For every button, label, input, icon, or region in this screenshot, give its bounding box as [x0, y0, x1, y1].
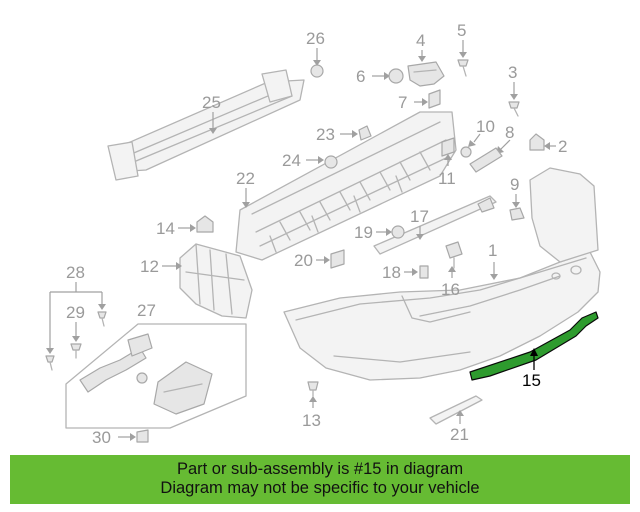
- callout-29: 29: [66, 303, 85, 322]
- part-28-leader: [45, 282, 107, 371]
- part-16-clip: [445, 241, 463, 278]
- part-24-nut: [306, 155, 338, 169]
- part-8-bracket: [469, 139, 511, 173]
- callout-22: 22: [236, 169, 255, 188]
- part-1-bumper-cover: [283, 167, 601, 381]
- part-2-clip: [529, 133, 556, 151]
- callout-7: 7: [398, 93, 407, 112]
- callout-8: 8: [505, 123, 514, 142]
- part-10-nut: [460, 133, 481, 158]
- part-6-nut: [372, 68, 404, 84]
- part-29-screw: [70, 322, 82, 359]
- part-26-nut: [310, 48, 324, 78]
- callout-1: 1: [488, 241, 497, 260]
- part-27-kit-box: [65, 323, 247, 429]
- part-5-screw: [457, 40, 469, 77]
- callout-15[interactable]: 15: [522, 371, 541, 390]
- part-11-clip: [441, 137, 455, 166]
- parts-diagram: 1 2 3 4 5 6 7 8 9 10 11 12 13 14 15 16 1…: [45, 21, 601, 447]
- callout-18: 18: [382, 263, 401, 282]
- callout-28: 28: [66, 263, 85, 282]
- part-18-screw: [404, 265, 429, 279]
- part-20-clip: [316, 249, 345, 269]
- callout-3: 3: [508, 63, 517, 82]
- part-3-screw: [508, 82, 520, 117]
- callout-2: 2: [558, 137, 567, 156]
- callout-21: 21: [450, 425, 469, 444]
- callout-10: 10: [476, 117, 495, 136]
- callout-27: 27: [137, 301, 156, 320]
- info-banner: Part or sub-assembly is #15 in diagram D…: [10, 455, 630, 504]
- part-4-bracket: [407, 50, 445, 87]
- callout-23: 23: [316, 125, 335, 144]
- part-19-nut: [376, 225, 405, 239]
- part-12-bracket: [162, 243, 253, 319]
- callout-30: 30: [92, 428, 111, 447]
- callout-25: 25: [202, 93, 221, 112]
- part-13-screw: [307, 381, 319, 408]
- part-15-reflector-strip[interactable]: [469, 311, 599, 381]
- callout-16: 16: [441, 280, 460, 299]
- callout-6: 6: [356, 67, 365, 86]
- callout-17: 17: [410, 207, 429, 226]
- callout-12: 12: [140, 257, 159, 276]
- callout-14: 14: [156, 219, 175, 238]
- callout-26: 26: [306, 29, 325, 48]
- callout-19: 19: [354, 223, 373, 242]
- banner-line-1: Part or sub-assembly is #15 in diagram: [176, 460, 464, 478]
- part-21-trim-strip: [429, 395, 483, 425]
- callout-20: 20: [294, 251, 313, 270]
- callout-5: 5: [457, 21, 466, 40]
- part-14-nut: [178, 215, 214, 233]
- part-17-molding: [373, 195, 497, 255]
- callout-13: 13: [302, 411, 321, 430]
- part-22-energy-absorber: [235, 111, 457, 261]
- callout-labels: 1 2 3 4 5 6 7 8 9 10 11 12 13 14 15 16 1…: [66, 21, 567, 447]
- callout-4: 4: [416, 31, 425, 50]
- banner-line-2: Diagram may not be specific to your vehi…: [160, 479, 480, 497]
- callout-24: 24: [282, 151, 301, 170]
- callout-11: 11: [438, 169, 456, 188]
- part-23-clip: [340, 125, 372, 141]
- callout-9: 9: [510, 175, 519, 194]
- part-9-clip: [509, 194, 525, 221]
- part-25-reinforcement-beam: [107, 69, 305, 181]
- part-30-clip: [118, 429, 149, 443]
- part-7-clip: [414, 89, 441, 109]
